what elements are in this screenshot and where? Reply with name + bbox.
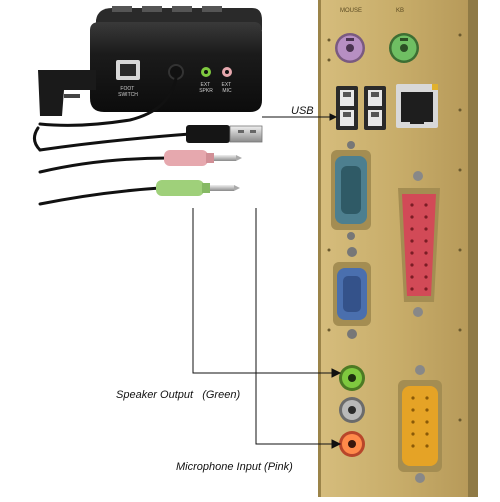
svg-text:FOOT SWITCH: FOOT SWITCH xyxy=(118,86,138,98)
panel-left-edge xyxy=(318,0,321,497)
device-clip xyxy=(38,70,96,116)
foot-switch-device: FOOT SWITCH EXT SPKR EXT MIC xyxy=(38,6,262,116)
parallel-pins xyxy=(410,203,428,291)
usb-ports xyxy=(336,86,386,130)
green-audio-plug xyxy=(156,180,240,196)
port-foot-label-2: SWITCH xyxy=(118,92,138,98)
panel-edge xyxy=(468,0,478,497)
usb-label: USB xyxy=(291,105,314,117)
ext-spkr-jack: EXT SPKR xyxy=(199,67,213,94)
parallel-port xyxy=(398,171,440,317)
ext-mic-jack: EXT MIC xyxy=(221,67,232,94)
pink-audio-plug xyxy=(164,150,242,166)
svg-text:EXT MIC: EXT MIC xyxy=(221,82,232,94)
audio-jack-green xyxy=(339,365,365,391)
svg-text:EXT SPKR: EXT SPKR xyxy=(199,82,213,94)
panel-plate xyxy=(318,0,476,497)
svg-text:MOUSE: MOUSE xyxy=(340,8,362,14)
ethernet-port xyxy=(396,84,438,128)
io-back-panel: MOUSE KB xyxy=(318,0,478,497)
audio-jack-gray xyxy=(339,397,365,423)
ps2-mouse-port: MOUSE xyxy=(335,8,365,63)
game-port-pins xyxy=(411,396,429,448)
panel-vent-dots xyxy=(327,33,462,422)
svg-text:KB: KB xyxy=(396,8,404,14)
serial-port xyxy=(331,141,371,240)
ps2-keyboard-port: KB xyxy=(389,8,419,63)
mic-connector-line xyxy=(255,208,332,445)
game-port xyxy=(398,365,442,483)
vga-port xyxy=(333,247,371,339)
audio-jack-pink xyxy=(339,431,365,457)
port-foot-label-1: FOOT xyxy=(120,86,134,92)
microphone-input-label: Microphone Input (Pink) xyxy=(176,461,293,473)
cables xyxy=(33,76,192,206)
connector-lines xyxy=(192,113,342,449)
usb-plug xyxy=(186,125,263,143)
speaker-output-label: Speaker Output (Green) xyxy=(116,389,241,401)
speaker-connector-line xyxy=(192,208,332,374)
